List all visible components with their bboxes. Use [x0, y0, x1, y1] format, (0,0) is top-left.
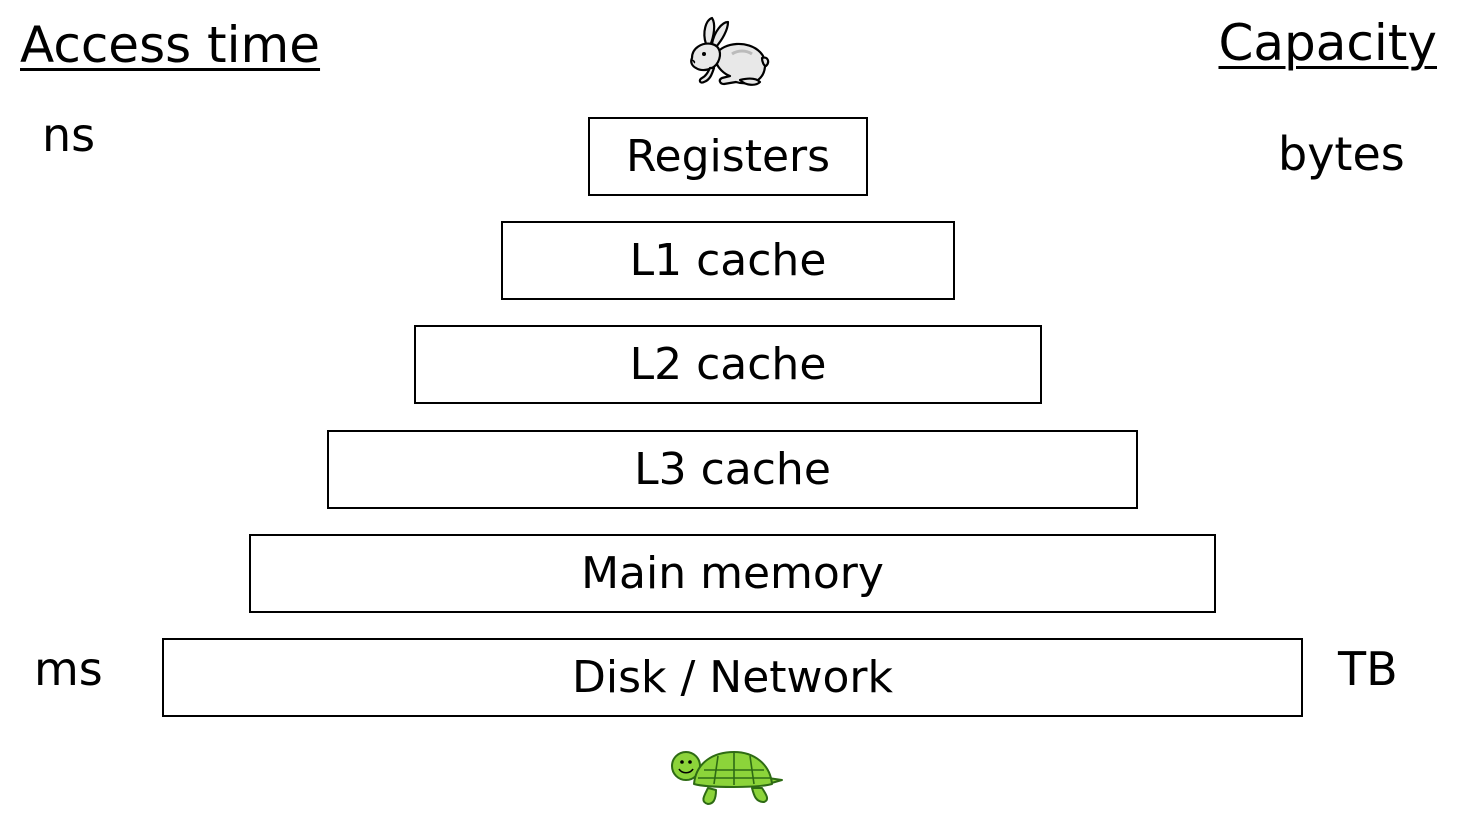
turtle-icon	[671, 751, 783, 805]
level-label: L2 cache	[629, 339, 827, 390]
capacity-large-label: TB	[1338, 642, 1398, 696]
access-time-heading: Access time	[20, 16, 321, 74]
hierarchy-level-disk-network: Disk / Network	[162, 638, 1303, 717]
level-label: L1 cache	[629, 235, 827, 286]
level-label: Main memory	[581, 548, 884, 599]
level-label: Disk / Network	[571, 652, 894, 703]
hierarchy-level-l1-cache: L1 cache	[501, 221, 955, 300]
capacity-heading: Capacity	[1218, 14, 1437, 72]
access-time-slow-label: ms	[34, 642, 103, 696]
rabbit-icon	[690, 16, 770, 86]
hierarchy-level-main-memory: Main memory	[249, 534, 1216, 613]
level-label: Registers	[625, 131, 831, 182]
hierarchy-level-l2-cache: L2 cache	[414, 325, 1042, 404]
access-time-fast-label: ns	[42, 108, 96, 162]
level-label: L3 cache	[634, 444, 831, 495]
hierarchy-level-l3-cache: L3 cache	[327, 430, 1138, 509]
capacity-small-label: bytes	[1278, 127, 1405, 181]
hierarchy-level-registers: Registers	[588, 117, 868, 196]
